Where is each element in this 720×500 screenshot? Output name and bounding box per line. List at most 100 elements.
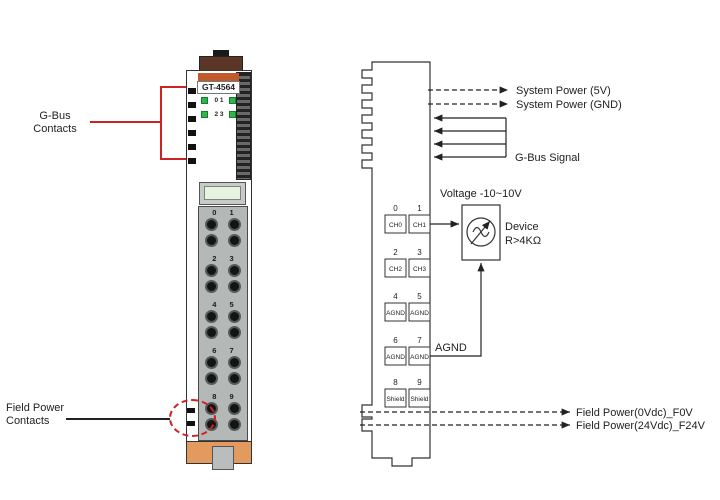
module-top-knob: [213, 50, 229, 58]
module-top-cap: [199, 56, 243, 71]
gbus-contact-pin: [188, 116, 196, 122]
terminal-hole: [205, 234, 218, 247]
terminal-hole: [205, 264, 218, 277]
field-power-line2: Contacts: [6, 415, 50, 427]
gbus-contact-pin: [188, 144, 196, 150]
terminal-face: 0 1 2 3 4 5 6 7 8 9: [198, 206, 248, 441]
field-power-0v-label: Field Power(0Vdc)_F0V: [576, 407, 693, 419]
system-power-arrows: System Power (5V) System Power (GND): [428, 85, 622, 111]
led-indicator: [229, 111, 236, 118]
agnd-label: AGND: [435, 342, 467, 354]
field-power-arrows: Field Power(0Vdc)_F0V Field Power(24Vdc)…: [360, 407, 706, 432]
terminal-number-row: 0 1: [212, 208, 234, 217]
field-power-contacts-callout: Field Power Contacts: [6, 402, 80, 428]
gbus-signal-arrows: G-Bus Signal: [434, 114, 580, 164]
led-numbers-row1: 0 1: [214, 97, 224, 104]
terminal-9: 9 Shield: [408, 378, 431, 408]
terminal-9-number: 9: [417, 378, 422, 387]
module-heatsink: [236, 72, 251, 180]
terminal-hole: [228, 310, 241, 323]
terminal-hole: [205, 372, 218, 385]
gbus-contact-pin: [188, 158, 196, 164]
system-power-5v-label: System Power (5V): [516, 85, 611, 97]
terminal-group: 2 3: [199, 255, 247, 301]
terminal-4-number: 4: [393, 292, 398, 301]
terminal-number-row: 2 3: [212, 254, 234, 263]
terminal-hole: [228, 234, 241, 247]
gbus-contacts-line1: G-Bus: [39, 110, 71, 122]
terminal-8-number: 8: [393, 378, 398, 387]
terminal-2-number: 2: [393, 248, 398, 257]
device-resistance-label: R>4KΩ: [505, 235, 541, 247]
terminal-hole: [228, 218, 241, 231]
terminal-3-label: CH3: [413, 266, 426, 273]
terminal-6: 6 AGND: [384, 336, 407, 366]
gbus-contacts-line2: Contacts: [33, 123, 77, 135]
terminal-9-label: Shield: [410, 396, 428, 403]
field-power-lead-line: [66, 418, 170, 420]
module-profile-outline: [361, 61, 431, 467]
led-indicator: [229, 97, 236, 104]
led-indicator: [201, 111, 208, 118]
terminal-hole: [228, 372, 241, 385]
terminal-5-number: 5: [417, 292, 422, 301]
terminal-6-label: AGND: [386, 354, 405, 361]
terminal-block: 0 CH0 1 CH1 2 CH2 3 CH3 4 AGND: [384, 204, 431, 408]
module-connector: [204, 186, 241, 200]
gbus-callout-lead-line: [90, 121, 162, 123]
module-latch: [212, 446, 234, 470]
terminal-hole: [205, 356, 218, 369]
device-label: Device: [505, 221, 539, 233]
terminal-7-label: AGND: [410, 354, 429, 361]
agnd-wire: AGND: [430, 263, 485, 357]
terminal-5-label: AGND: [410, 310, 429, 317]
gbus-contact-pin: [188, 88, 196, 94]
gbus-contacts-callout: G-Bus Contacts: [20, 110, 90, 136]
terminal-0-number: 0: [393, 204, 398, 213]
terminal-hole: [228, 418, 241, 431]
terminal-number-row: 8 9: [212, 392, 234, 401]
terminal-hole: [228, 356, 241, 369]
terminal-number-row: 4 5: [212, 300, 234, 309]
gbus-callout-bracket: [160, 86, 162, 160]
terminal-hole: [205, 326, 218, 339]
terminal-group: 6 7: [199, 347, 247, 393]
terminal-1-number: 1: [417, 204, 422, 213]
terminal-0: 0 CH0: [384, 204, 407, 234]
device-symbol: Voltage -10~10V Device R>4KΩ: [430, 188, 541, 261]
terminal-2-label: CH2: [389, 266, 402, 273]
field-power-highlight-ellipse: [169, 399, 216, 437]
wiring-diagram: System Power (5V) System Power (GND) G-B…: [360, 61, 706, 467]
system-power-gnd-label: System Power (GND): [516, 99, 622, 111]
terminal-hole: [205, 218, 218, 231]
terminal-hole: [228, 402, 241, 415]
terminal-number-row: 6 7: [212, 346, 234, 355]
module-label-strip: [198, 73, 239, 81]
field-power-line1: Field Power: [6, 402, 65, 414]
terminal-group: 0 1: [199, 209, 247, 255]
terminal-7: 7 AGND: [408, 336, 431, 366]
terminal-1: 1 CH1: [408, 204, 431, 234]
gbus-callout-bracket-bottom: [160, 158, 186, 160]
terminal-5: 5 AGND: [408, 292, 431, 322]
terminal-group: 4 5: [199, 301, 247, 347]
terminal-3: 3 CH3: [408, 248, 431, 278]
terminal-4: 4 AGND: [384, 292, 407, 322]
field-power-24v-label: Field Power(24Vdc)_F24V: [576, 420, 706, 432]
terminal-4-label: AGND: [386, 310, 405, 317]
terminal-0-label: CH0: [389, 222, 402, 229]
gbus-contact-pin: [188, 102, 196, 108]
terminal-6-number: 6: [393, 336, 398, 345]
terminal-1-label: CH1: [413, 222, 426, 229]
gbus-contact-pin: [188, 130, 196, 136]
terminal-hole: [228, 326, 241, 339]
led-numbers-row2: 2 3: [214, 111, 224, 118]
gbus-signal-label: G-Bus Signal: [515, 152, 580, 164]
terminal-8: 8 Shield: [384, 378, 407, 408]
terminal-2: 2 CH2: [384, 248, 407, 278]
gbus-callout-bracket-top: [160, 86, 186, 88]
terminal-hole: [205, 280, 218, 293]
module-model-label: GT-4564: [197, 81, 240, 94]
terminal-hole: [228, 264, 241, 277]
